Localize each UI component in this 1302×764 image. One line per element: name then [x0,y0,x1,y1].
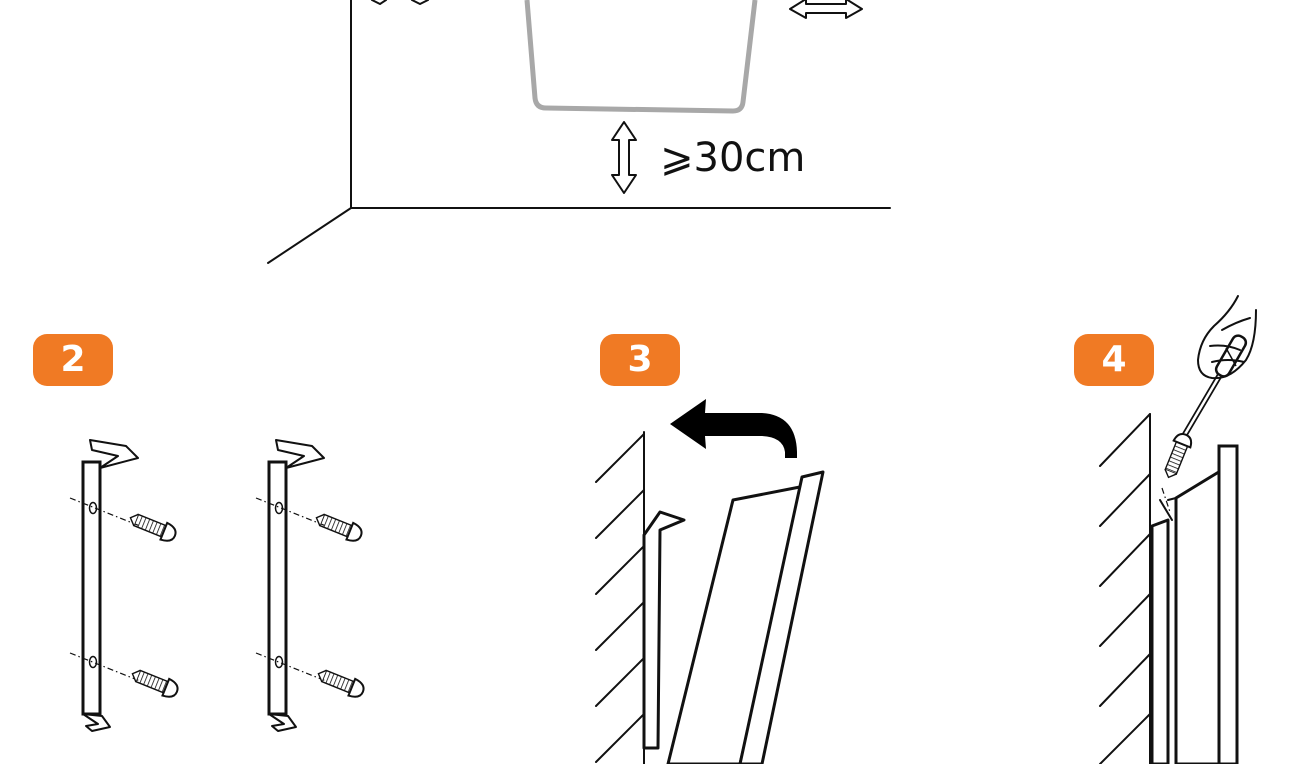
room-corner [267,0,891,264]
wall-hatching-step3 [595,431,645,764]
wall-hatching-step4 [1099,413,1151,764]
tilt-arrow [670,399,797,458]
heater-tilting [666,470,825,764]
wall-bracket-left [69,439,141,732]
screwdriver [1181,334,1248,439]
screw-bottom-right [317,669,365,698]
screw-bottom-left [131,669,179,698]
bottom-clearance-arrow [611,121,637,194]
mounted-bracket-step3 [642,510,686,750]
screw-step4 [1164,432,1193,479]
screw-top-right [315,513,363,542]
clearance-label: ⩾30cm [660,135,806,181]
side-clearance-arrow [789,0,863,19]
step-badge-2: 2 [33,334,113,386]
hand [1197,295,1257,380]
screw-top-left [129,513,177,542]
step-badge-3: 3 [600,334,680,386]
mounted-bracket-step4 [1150,518,1170,764]
wall-bracket-right [255,439,327,732]
step-badge-4: 4 [1074,334,1154,386]
left-clearance-arrow [371,0,429,5]
heater-outline-top [524,0,758,114]
heater-mounted [1159,444,1239,764]
